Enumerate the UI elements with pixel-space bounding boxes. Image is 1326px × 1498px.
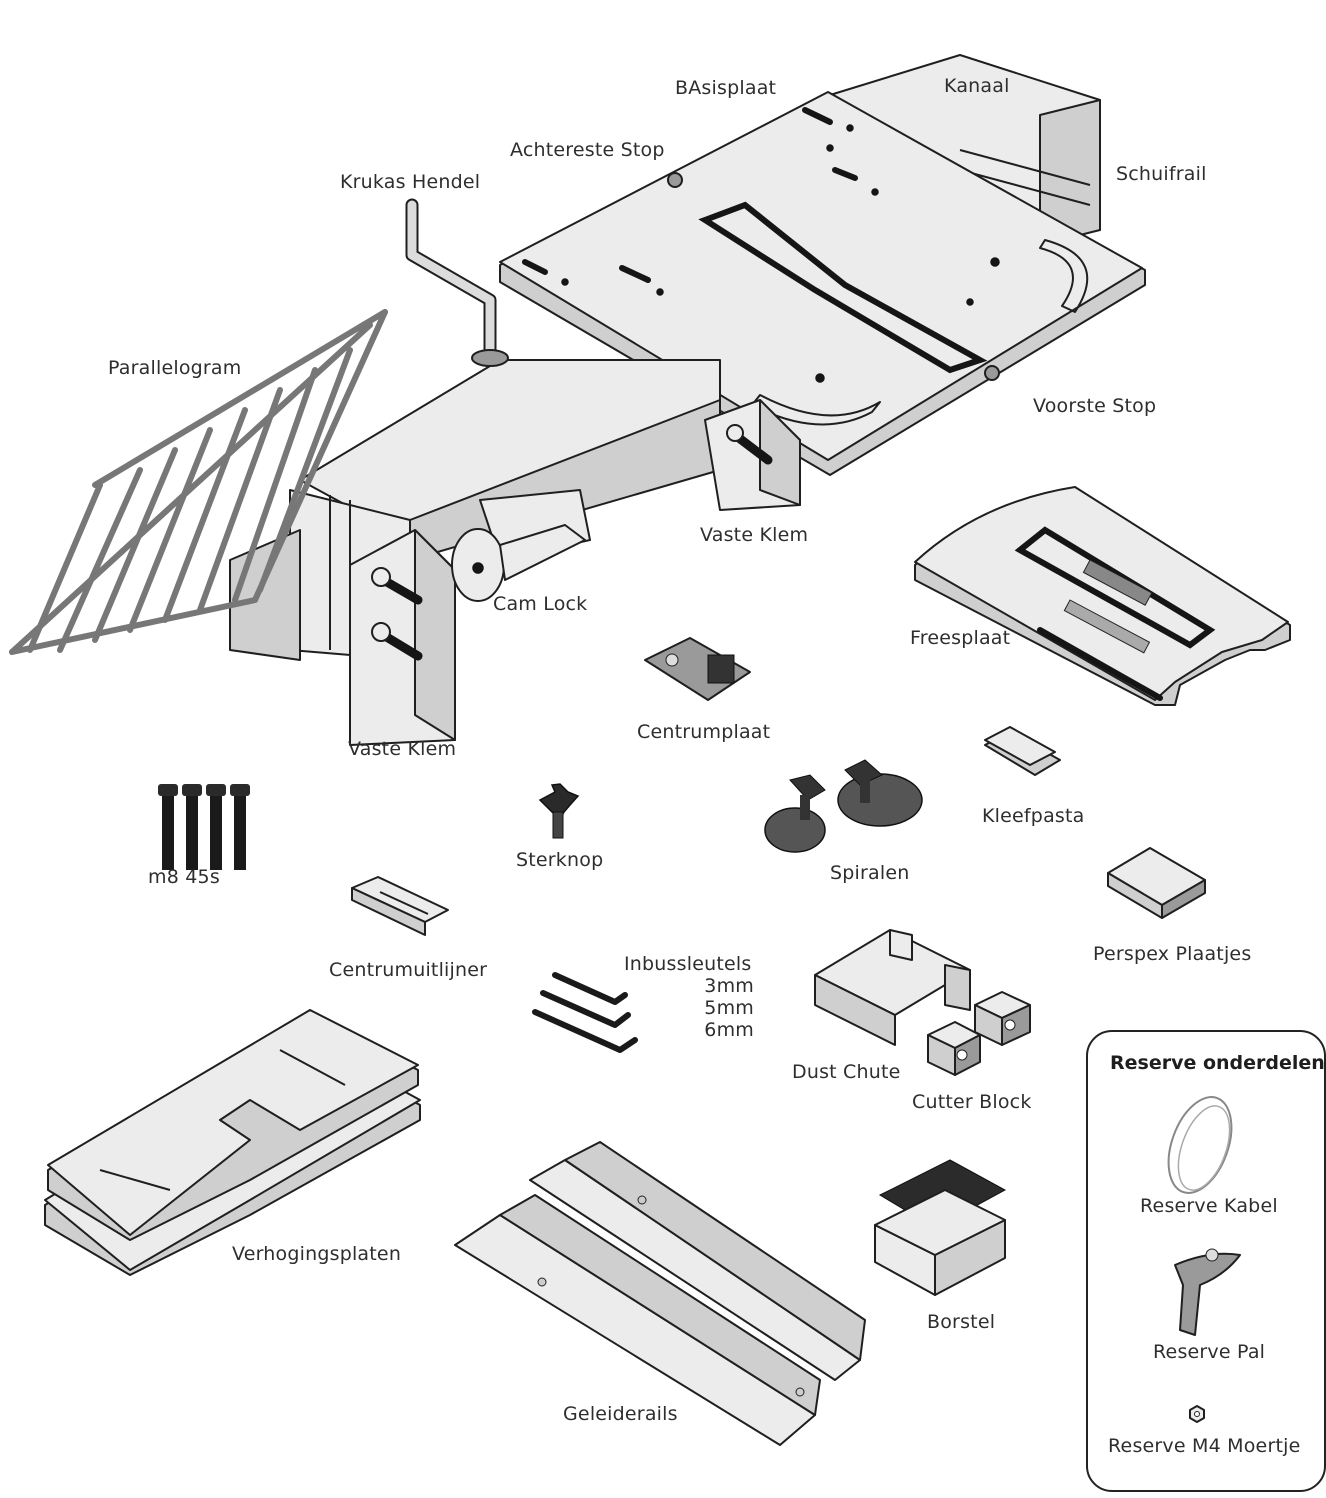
dust-chute-part	[814, 929, 971, 1046]
label-geleiderails: Geleiderails	[563, 1403, 678, 1425]
reserve-pal-part	[1174, 1248, 1241, 1336]
label-parallelogram: Parallelogram	[108, 357, 242, 379]
label-size-6mm: 6mm	[704, 1019, 754, 1041]
label-centrumplaat: Centrumplaat	[637, 721, 771, 743]
spare-parts-box	[1086, 1030, 1326, 1492]
krukas-hendel-part	[405, 198, 509, 367]
geleiderails-part	[454, 1141, 866, 1446]
kleefpasta-part	[984, 726, 1061, 776]
label-cutter-block: Cutter Block	[912, 1091, 1032, 1113]
label-reserve-kabel: Reserve Kabel	[1140, 1195, 1278, 1217]
label-schuifrail: Schuifrail	[1116, 163, 1207, 185]
label-size-3mm: 3mm	[704, 975, 754, 997]
label-cam-lock: Cam Lock	[493, 593, 588, 615]
parts-diagram: BAsisplaat Kanaal Achtereste Stop Schuif…	[9, 54, 1326, 1492]
centrumplaat-part	[644, 637, 751, 701]
label-inbussleutels: Inbussleutels	[624, 953, 752, 975]
label-spiralen: Spiralen	[830, 862, 910, 884]
label-dust-chute: Dust Chute	[792, 1061, 901, 1083]
cam-lock-part	[451, 524, 586, 602]
label-verhogingsplaten: Verhogingsplaten	[232, 1243, 402, 1265]
label-perspex-plaatjes: Perspex Plaatjes	[1093, 943, 1252, 965]
basisplaat-part	[499, 91, 1146, 476]
freesplaat-part	[914, 486, 1291, 706]
label-freesplaat: Freesplaat	[910, 627, 1011, 649]
label-basisplaat: BAsisplaat	[675, 77, 777, 99]
label-sterknop: Sterknop	[516, 849, 604, 871]
borstel-part	[874, 1159, 1007, 1296]
m8-bolts-part	[158, 784, 250, 870]
label-kleefpasta: Kleefpasta	[982, 805, 1085, 827]
label-krukas-hendel: Krukas Hendel	[340, 171, 481, 193]
spares-title: Reserve onderdelen	[1110, 1052, 1325, 1074]
label-vaste-klem-right: Vaste Klem	[700, 524, 809, 546]
reserve-kabel-part	[1167, 1096, 1233, 1194]
vaste-klem-left-part	[349, 529, 456, 746]
parallelogram-part	[9, 309, 388, 655]
cutter-block-part	[927, 991, 1031, 1076]
label-reserve-m4-moertje: Reserve M4 Moertje	[1108, 1435, 1301, 1457]
label-kanaal: Kanaal	[944, 75, 1010, 97]
reserve-moertje-part	[1189, 1405, 1205, 1423]
exploded-parts-drawing	[9, 54, 1291, 1446]
label-m8-45s: m8 45s	[148, 866, 220, 888]
label-reserve-pal: Reserve Pal	[1153, 1341, 1266, 1363]
perspex-part	[1107, 847, 1206, 919]
label-achtereste-stop: Achtereste Stop	[510, 139, 665, 161]
label-voorste-stop: Voorste Stop	[1033, 395, 1157, 417]
inbussleutels-part	[532, 972, 638, 1053]
label-vaste-klem-left: Vaste Klem	[348, 738, 457, 760]
sterknop-part	[538, 783, 580, 839]
vaste-klem-right-part	[704, 399, 801, 511]
verhogingsplaten-part	[44, 1009, 421, 1276]
centrumuitlijner-part	[351, 876, 449, 936]
label-size-5mm: 5mm	[704, 997, 754, 1019]
spiralen-part	[764, 759, 923, 853]
label-centrumuitlijner: Centrumuitlijner	[329, 959, 488, 981]
label-borstel: Borstel	[927, 1311, 996, 1333]
